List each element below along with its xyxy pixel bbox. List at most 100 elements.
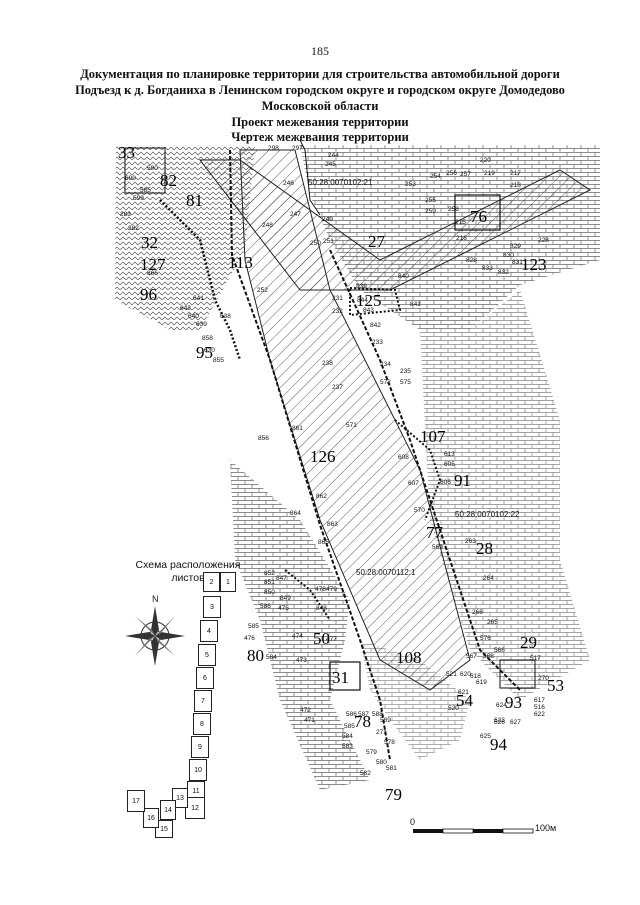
parcel-125-outline <box>349 286 402 317</box>
point-label: 282 <box>128 225 139 232</box>
point-label: 479 <box>326 586 337 593</box>
point-label: 472 <box>300 707 311 714</box>
point-label: 619 <box>476 679 487 686</box>
point-label: 839 <box>356 283 367 290</box>
title-line-3: Московской области <box>261 99 379 113</box>
point-label: 832 <box>498 269 509 276</box>
parcel-label: 127 <box>140 255 166 274</box>
document-title: Документация по планировке территории дл… <box>40 66 600 114</box>
point-label: 638 <box>220 313 231 320</box>
parcel-label: 81 <box>186 191 203 210</box>
point-label: 584 <box>342 733 353 740</box>
parcel-label: 53 <box>547 676 564 695</box>
subtitle-project: Проект межевания территории <box>231 115 409 129</box>
point-label: 855 <box>213 357 224 364</box>
point-label: 642 <box>180 305 191 312</box>
point-label: 850 <box>264 589 275 596</box>
point-label: 576 <box>480 635 491 642</box>
point-label: 234 <box>380 361 391 368</box>
point-label: 844 <box>357 297 368 304</box>
compass-rose-icon: N <box>125 594 185 666</box>
parcel-label: 80 <box>247 646 264 665</box>
sheet-12: 12 <box>185 797 205 819</box>
point-label: 567 <box>466 653 477 660</box>
point-label: 639 <box>196 321 207 328</box>
point-label: 585 <box>248 623 259 630</box>
point-label: 856 <box>258 435 269 442</box>
point-label: 625 <box>480 733 491 740</box>
point-label: 266 <box>472 609 483 616</box>
point-label: 248 <box>262 222 273 229</box>
point-label: 589 <box>380 717 391 724</box>
parcel-label: 27 <box>368 232 386 251</box>
parcel-label: 79 <box>385 785 402 804</box>
point-label: 580 <box>376 759 387 766</box>
point-label: 217 <box>510 170 521 177</box>
parcel-label: 96 <box>140 285 157 304</box>
point-label: 582 <box>360 770 371 777</box>
parcel-82-outline <box>124 147 166 194</box>
point-label: 586 <box>346 711 357 718</box>
point-label: 833 <box>482 265 493 272</box>
point-label: 841 <box>410 301 421 308</box>
subtitle-drawing: Чертеж межевания территории <box>231 130 409 144</box>
point-label: 517 <box>530 655 541 662</box>
point-label: 283 <box>120 211 131 218</box>
title-line-2: Подъезд к д. Богданиха в Ленинском город… <box>75 83 565 97</box>
point-label: 257 <box>460 171 471 178</box>
bottom-center-zone <box>360 640 470 760</box>
point-label: 849 <box>280 595 291 602</box>
sheet-schema-title-line1: Схема расположения <box>135 559 241 571</box>
point-label: 630 <box>204 347 215 354</box>
top-boundary <box>299 139 321 216</box>
point-label: 623 <box>494 717 505 724</box>
point-label: 588 <box>372 711 383 718</box>
point-label: 578 <box>384 739 395 746</box>
point-label: 232 <box>332 308 343 315</box>
parcel-label: 76 <box>470 207 487 226</box>
point-label: 570 <box>414 507 425 514</box>
parcel-label: 78 <box>354 712 371 731</box>
point-label: 520 <box>448 705 459 712</box>
point-label: 613 <box>444 451 455 458</box>
point-label: 264 <box>483 575 494 582</box>
point-label: 622 <box>534 711 545 718</box>
point-label: 250 <box>310 240 321 247</box>
point-label: 572 <box>380 379 391 386</box>
point-label: 228 <box>538 237 549 244</box>
point-label: 847 <box>276 575 287 582</box>
sheet-5: 5 <box>198 644 216 666</box>
point-label: 848 <box>316 605 327 612</box>
point-label: 271 <box>376 729 387 736</box>
point-label: 238 <box>322 360 333 367</box>
cadastral-label-top: 50:28:0070102:21 <box>308 178 373 187</box>
parcel-label: 93 <box>505 693 522 712</box>
parcel-label: 28 <box>476 539 493 558</box>
point-label: 233 <box>372 339 383 346</box>
point-label: 583 <box>342 743 353 750</box>
parcel-label: 33 <box>118 143 135 162</box>
cadastral-label-center: 50:28:0070112:1 <box>356 568 416 577</box>
sheet-schema-title-line2: листов <box>171 572 205 584</box>
sheet-13: 13 <box>172 788 188 808</box>
sheet-1: 1 <box>220 572 236 592</box>
parcel-label: 77 <box>426 523 444 542</box>
point-label: 253 <box>405 181 416 188</box>
point-label: 861 <box>292 425 303 432</box>
point-label: 259 <box>425 208 436 215</box>
scale-start-label: 0 <box>410 817 416 827</box>
parcel-label: 54 <box>456 691 474 710</box>
point-label: 865 <box>318 539 329 546</box>
point-label: 218 <box>510 182 521 189</box>
point-label: 621 <box>458 689 469 696</box>
point-label: 571 <box>346 422 357 429</box>
point-label: 858 <box>202 335 213 342</box>
point-label: 521 <box>446 671 457 678</box>
point-label: 579 <box>366 749 377 756</box>
point-label: 607 <box>408 480 419 487</box>
point-label: 852 <box>264 570 275 577</box>
point-label: 829 <box>510 243 521 250</box>
parcel-label: 31 <box>332 668 349 687</box>
parcel-label: 29 <box>520 633 537 652</box>
parcel-label: 94 <box>490 735 508 754</box>
